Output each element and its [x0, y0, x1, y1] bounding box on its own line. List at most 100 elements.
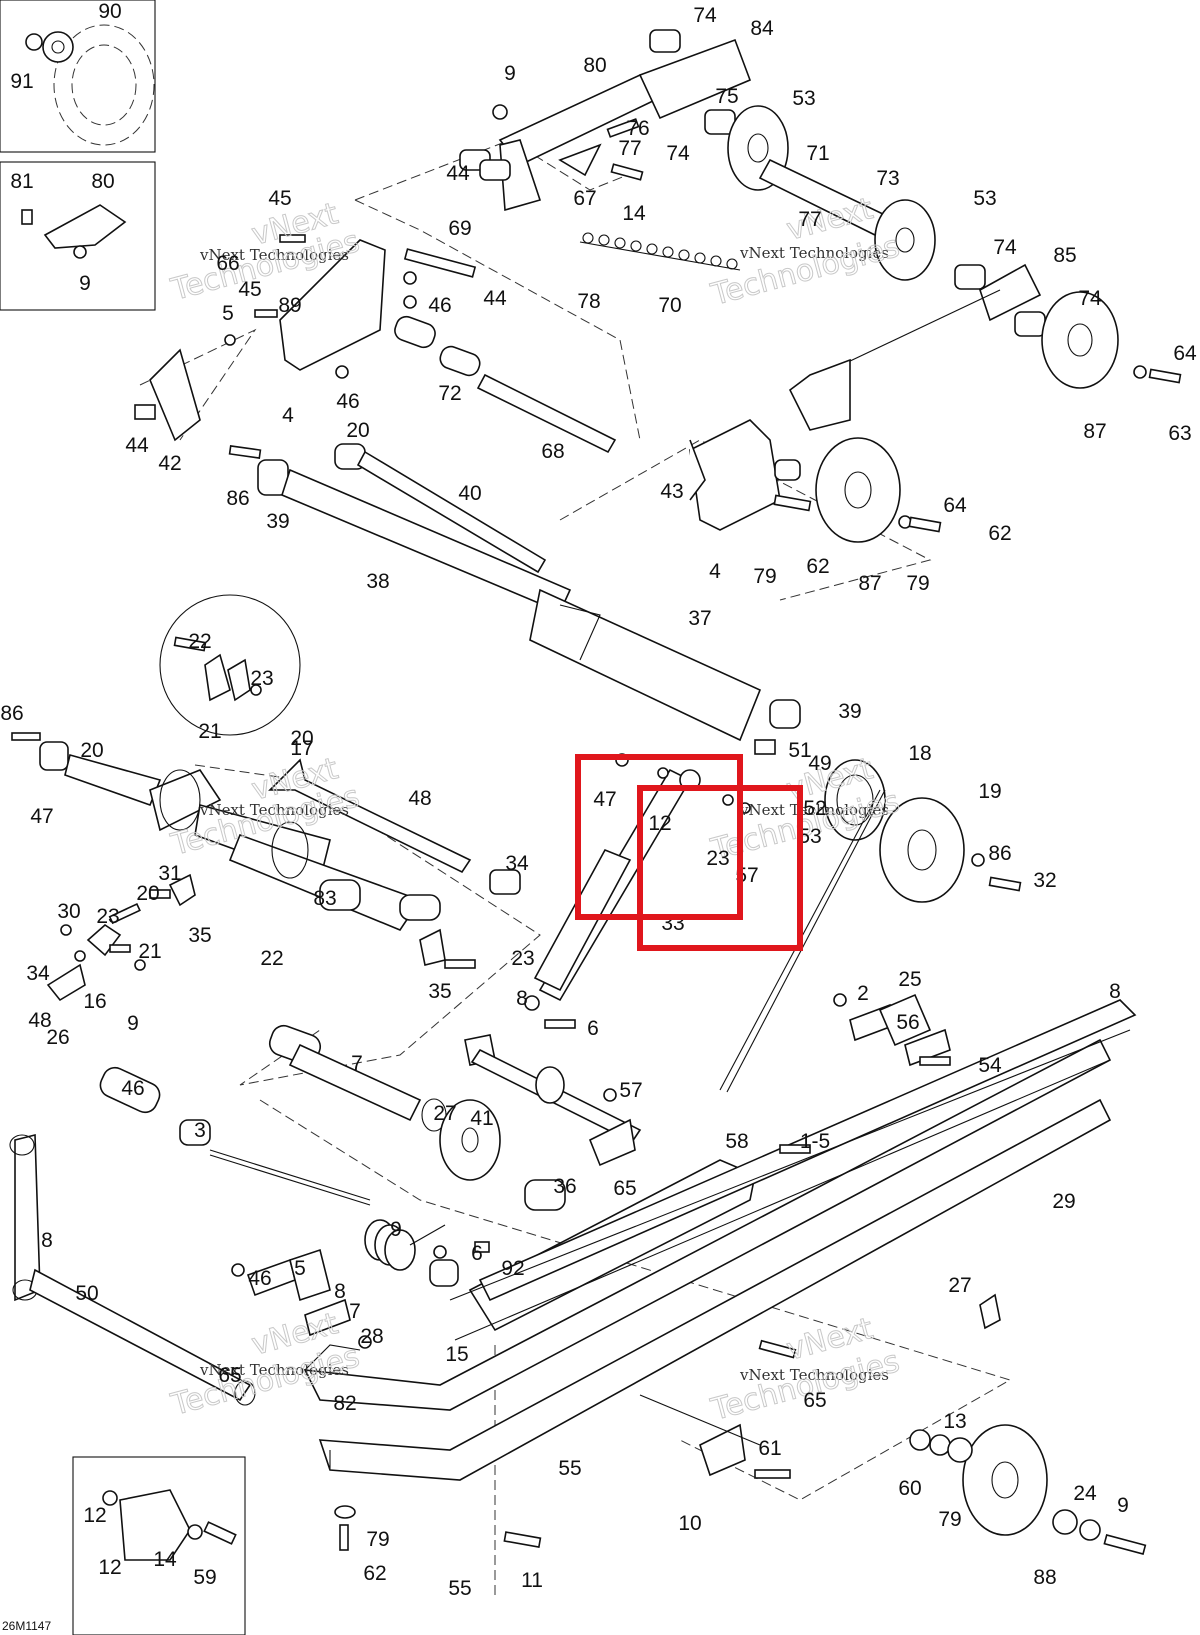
part-label: 62 [363, 1562, 386, 1585]
part-label: 38 [366, 570, 389, 593]
part-label: 14 [622, 202, 646, 225]
left-rail [303, 1038, 1112, 1481]
part-label: 20 [136, 882, 159, 905]
part-label: 8 [41, 1229, 53, 1252]
part-label: 10 [678, 1512, 701, 1535]
svg-text:vNext Technologies: vNext Technologies [199, 246, 349, 264]
part-label: 39 [838, 700, 861, 723]
part-label: 68 [541, 440, 564, 463]
part-label: 37 [688, 607, 711, 630]
part-label: 88 [1033, 1566, 1056, 1589]
part-label: 28 [360, 1325, 383, 1348]
part-label: 20 [80, 739, 103, 762]
part-label: 40 [458, 482, 481, 505]
part-label: 44 [125, 434, 149, 457]
svg-text:vNext Technologies: vNext Technologies [739, 801, 889, 819]
part-label: 30 [57, 900, 80, 923]
axle-41-46 [464, 1034, 642, 1167]
part-label: 82 [333, 1392, 356, 1415]
part-label: 34 [26, 962, 50, 985]
part-label: 20 [290, 727, 313, 750]
part-label: 83 [313, 887, 336, 910]
part-label: 29 [1052, 1190, 1075, 1213]
part-label: 55 [558, 1457, 581, 1480]
part-label: 51 [788, 739, 811, 762]
part-label: 60 [898, 1477, 921, 1500]
wheel-88-parts [334, 1293, 1147, 1555]
part-label: 74 [1078, 287, 1102, 310]
part-label: 48 [28, 1009, 51, 1032]
part-label: 9 [79, 272, 91, 295]
part-label: 35 [428, 980, 451, 1003]
shaft-38-40 [228, 443, 801, 742]
part-label: 64 [943, 494, 967, 517]
part-label: 86 [988, 842, 1011, 865]
part-label: 3 [194, 1119, 206, 1142]
part-label: 13 [943, 1410, 966, 1433]
part-label: 22 [188, 630, 211, 653]
part-label: 39 [266, 510, 289, 533]
part-label: 8 [516, 987, 528, 1010]
part-label: 74 [993, 236, 1017, 259]
part-label: 91 [10, 70, 33, 93]
part-label: 52 [803, 797, 826, 820]
part-label: 46 [428, 294, 451, 317]
part-label: 76 [626, 117, 649, 140]
part-label: 7 [349, 1300, 361, 1323]
highlight-box-2 [637, 785, 803, 951]
part-label: 44 [483, 287, 507, 310]
svg-text:vNext Technologies: vNext Technologies [199, 1361, 349, 1379]
shaft-68-72 [394, 315, 617, 454]
part-label: 49 [808, 752, 831, 775]
part-label: 92 [501, 1257, 524, 1280]
part-label: 6 [587, 1017, 599, 1040]
part-label: 45 [268, 187, 291, 210]
part-label: 5 [294, 1257, 306, 1280]
part-label: 1-5 [800, 1130, 830, 1153]
swing-arm-29-92 [9, 1133, 256, 1406]
part-label: 90 [98, 0, 121, 23]
part-label: 50 [75, 1282, 98, 1305]
part-label: 48 [408, 787, 431, 810]
part-label: 46 [121, 1077, 144, 1100]
part-label: 8 [334, 1280, 346, 1303]
part-label: 34 [505, 852, 529, 875]
inset-cap-box [72, 1456, 246, 1635]
dashed-outlines [139, 139, 1012, 1600]
part-label: 55 [448, 1577, 471, 1600]
part-label: 46 [248, 1267, 271, 1290]
inset-bearing-box [0, 0, 156, 153]
part-label: 12 [648, 812, 671, 835]
part-label: 58 [725, 1130, 748, 1153]
spring-49-wheel-53 [719, 739, 1022, 1093]
part-label: 15 [445, 1343, 468, 1366]
part-label: 75 [715, 85, 738, 108]
part-label: 79 [753, 565, 776, 588]
part-label: 47 [30, 805, 53, 828]
rear-arm-assembly [459, 29, 752, 271]
part-label: 32 [1033, 869, 1056, 892]
part-label: 44 [446, 162, 470, 185]
part-label: 80 [91, 170, 114, 193]
part-label: 66 [216, 252, 239, 275]
part-label: 89 [278, 294, 301, 317]
part-label: 65 [803, 1389, 826, 1412]
part-label: 87 [1083, 420, 1106, 443]
part-label: 12 [83, 1504, 106, 1527]
part-label: 74 [693, 4, 717, 27]
part-label: 17 [290, 737, 313, 760]
diagram-code: 26M1147 [2, 1619, 51, 1633]
part-label: 35 [188, 924, 211, 947]
part-label: 26 [46, 1026, 69, 1049]
part-label: 11 [521, 1569, 543, 1592]
part-label: 85 [1053, 244, 1076, 267]
part-label: 62 [988, 522, 1011, 545]
svg-text:vNext Technologies: vNext Technologies [739, 244, 889, 262]
part-label: 20 [346, 419, 369, 442]
part-label: 79 [366, 1528, 389, 1551]
part-label: 64 [1173, 342, 1197, 365]
part-label: 9 [504, 62, 516, 85]
part-label: 74 [666, 142, 690, 165]
part-label: 23 [706, 847, 729, 870]
